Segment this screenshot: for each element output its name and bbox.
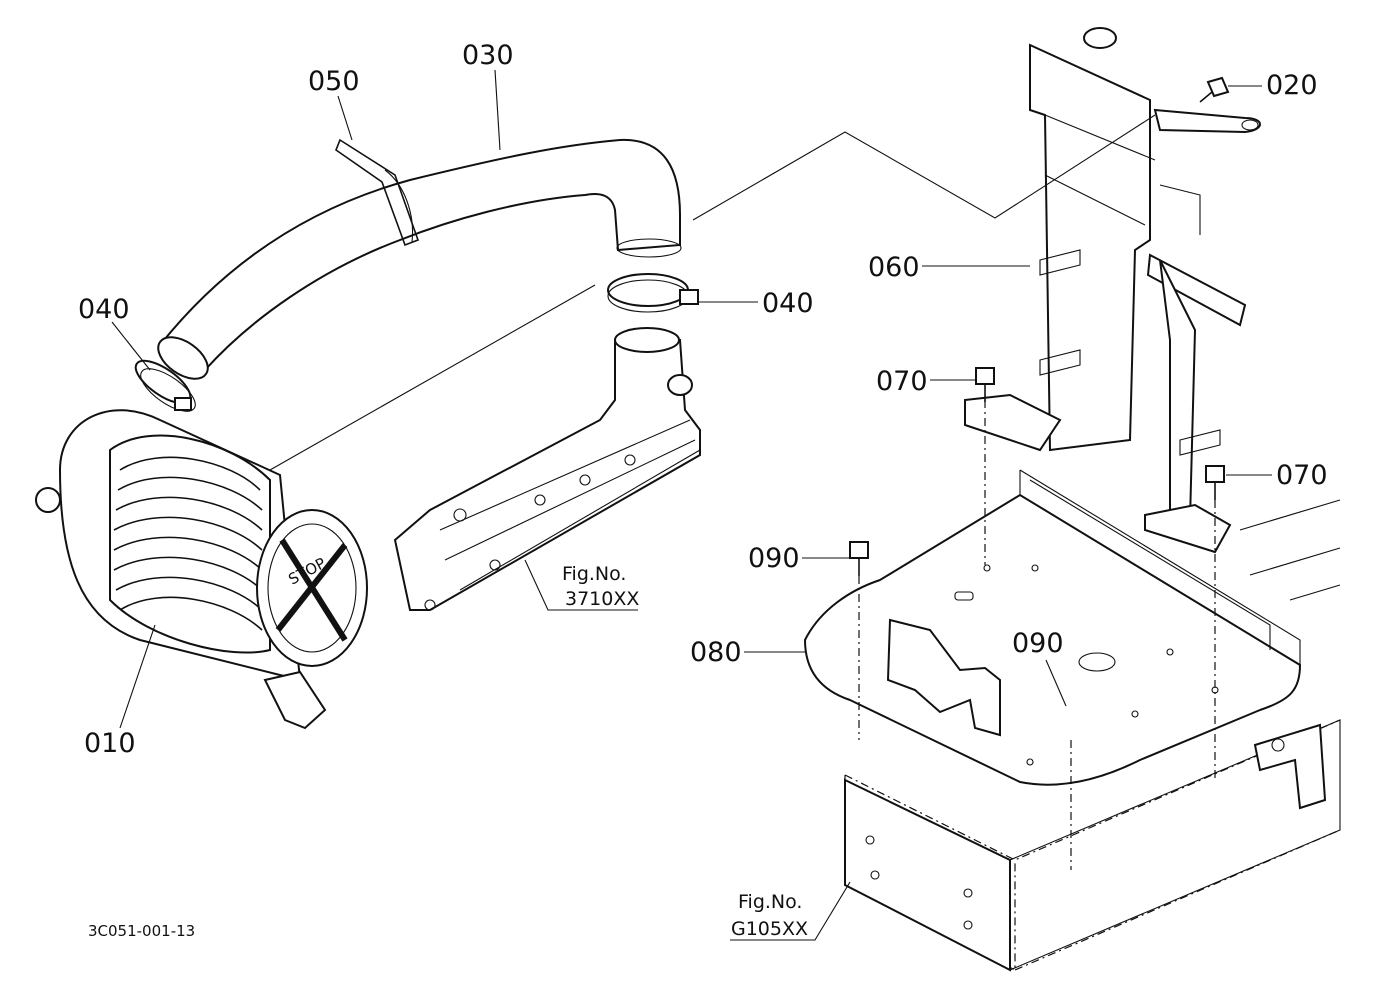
assembly-lines [858,400,1216,870]
fig-ref-label-1: Fig.No. [562,563,626,585]
hose-clamp-right [607,273,699,313]
drawing-code: 3C051-001-13 [88,922,195,940]
lower-frame [844,499,1341,972]
callout-040-left: 040 [78,294,130,325]
callout-090-mid: 090 [1012,628,1064,659]
intake-manifold [393,327,701,611]
fig-ref-code-1: 3710XX [565,588,639,610]
callout-010: 010 [84,728,136,759]
callout-090-left: 090 [748,543,800,574]
callout-080: 080 [690,637,742,668]
bolt-070-top [975,367,995,402]
mounting-plate [803,469,1302,786]
fig-ref-label-2: Fig.No. [738,891,802,913]
hose-band-clamp [335,138,420,247]
bolt-020 [1199,76,1230,103]
callout-030: 030 [462,40,514,71]
callout-020: 020 [1266,70,1318,101]
leader-lines [111,69,1272,941]
frame-bracket [964,27,1261,554]
hose-clamp-left [134,359,196,412]
callout-070-right: 070 [1276,460,1328,491]
bolt-090-left [849,541,869,576]
connection-lines [269,114,1156,471]
cap-cross-mark [275,538,348,642]
callout-060: 060 [868,252,920,283]
callout-050: 050 [308,66,360,97]
filter-ribs [113,456,263,631]
intake-hose [157,138,682,380]
bolt-070-right [1205,465,1225,500]
callout-070-top: 070 [876,366,928,397]
callout-040-right: 040 [762,288,814,319]
fig-ref-code-2: G105XX [731,918,808,940]
air-cleaner: STOP [35,409,368,730]
